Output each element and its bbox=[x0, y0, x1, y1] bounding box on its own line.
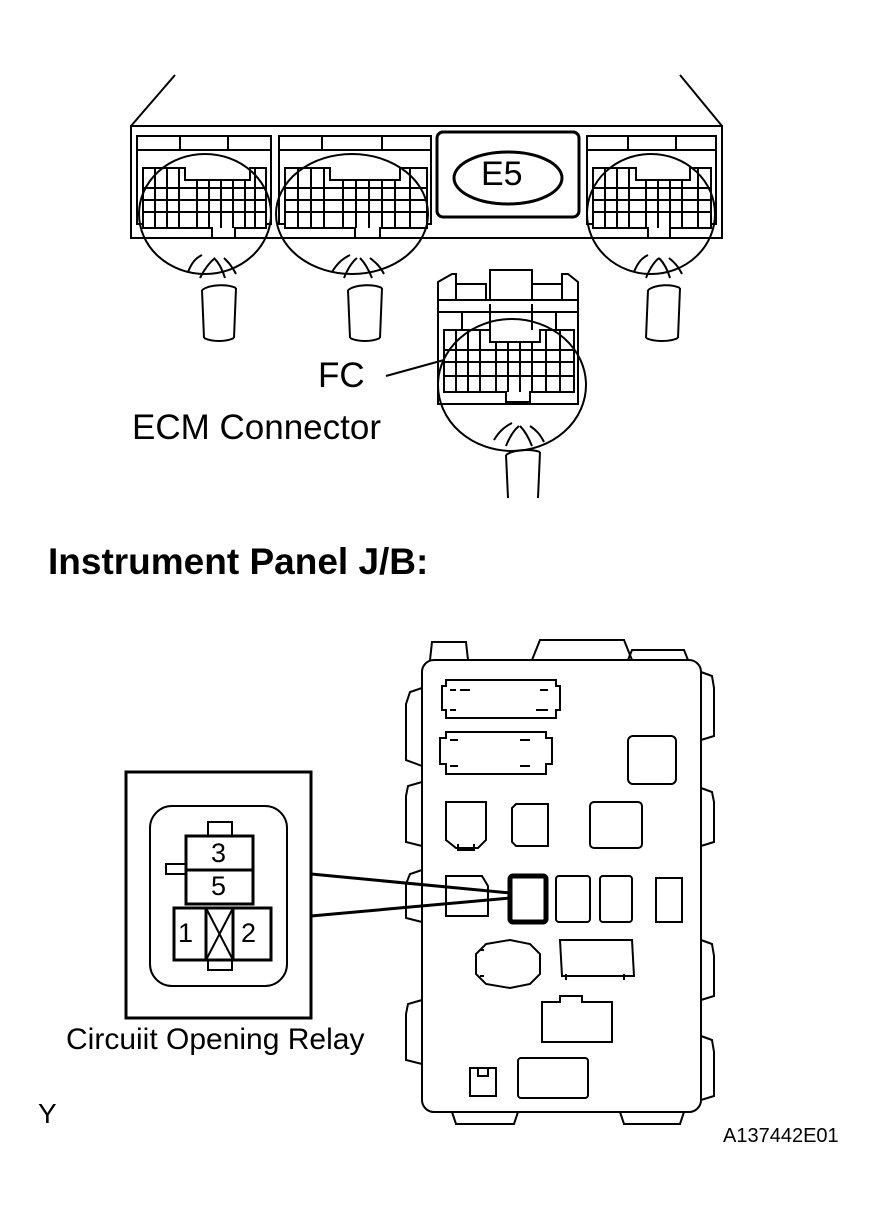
relay-terminal-3: 3 bbox=[211, 838, 227, 868]
relay-callout bbox=[124, 770, 511, 1020]
ecm-connector-block-1 bbox=[136, 135, 272, 275]
page-letter: Y bbox=[38, 1098, 57, 1129]
wire-bundle-2 bbox=[331, 254, 385, 342]
ecm-connector-block-2 bbox=[275, 135, 432, 275]
wire-bundle-3 bbox=[633, 254, 683, 342]
figure-id: A137442E01 bbox=[723, 1125, 839, 1147]
ecm-connector-title: ECM Connector bbox=[132, 408, 381, 447]
junction-block bbox=[405, 639, 715, 1125]
wire-bundle-1 bbox=[187, 254, 237, 342]
relay-terminal-5: 5 bbox=[211, 871, 227, 901]
fc-leader-line bbox=[385, 359, 445, 377]
e5-label-panel bbox=[435, 130, 581, 219]
fc-connector bbox=[385, 269, 587, 452]
callout-line-upper bbox=[310, 872, 511, 895]
fc-pin-label: FC bbox=[318, 356, 365, 395]
relay-terminal-1: 1 bbox=[178, 918, 194, 948]
relay-caption: Circuiit Opening Relay bbox=[66, 1023, 365, 1056]
junction-block-heading: Instrument Panel J/B: bbox=[48, 541, 429, 582]
ecm-connector-block-3 bbox=[586, 135, 717, 275]
ecm-connector-code: E5 bbox=[481, 155, 523, 193]
relay-terminal-2: 2 bbox=[241, 918, 257, 948]
callout-line-lower bbox=[310, 896, 511, 918]
wire-bundle-fc bbox=[493, 422, 545, 499]
